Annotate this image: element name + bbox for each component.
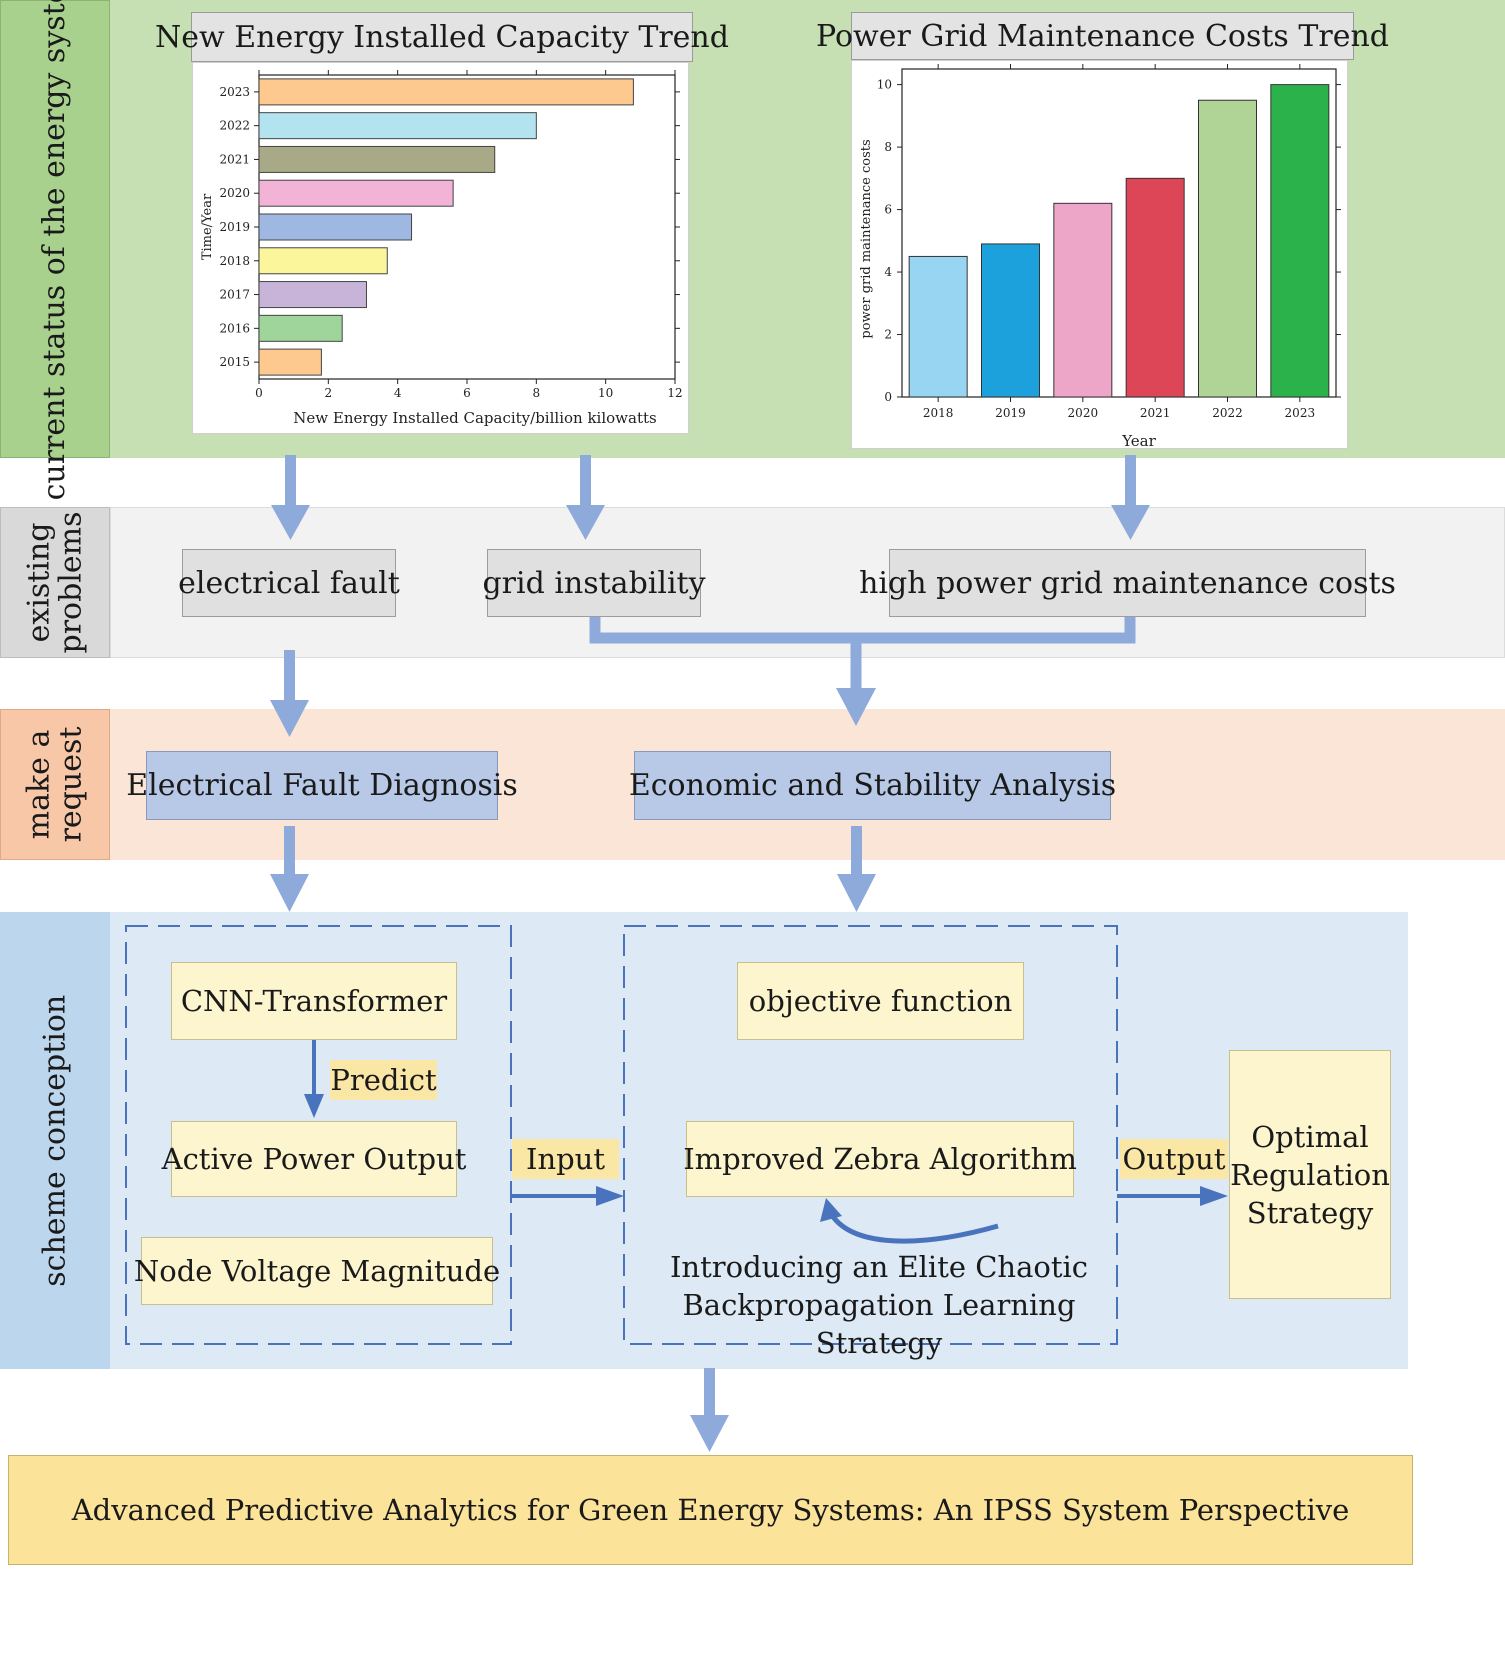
request-section-title: make a request [21,726,89,843]
high-costs-box: high power grid maintenance costs [859,549,1396,617]
costs-bar-2023 [1270,84,1330,398]
capacity-xtick-label-10: 10 [598,386,613,400]
costs-ytick-label-10: 10 [877,78,892,92]
problems-title-line1: existing [21,522,57,643]
capacity-xtick-label-0: 0 [255,386,263,400]
fault-diagnosis-box: Electrical Fault Diagnosis [126,751,518,820]
costs-bar-2021 [1125,177,1185,398]
electrical-fault-box: electrical fault [178,549,400,617]
costs-xtick-label-2021: 2021 [1140,406,1171,420]
objective-function-box: objective function [737,962,1024,1040]
costs-ytick-label-4: 4 [884,265,892,279]
active-power-box: Active Power Output [162,1121,466,1197]
capacity-xtick-label-8: 8 [533,386,541,400]
costs-xtick-label-2023: 2023 [1285,406,1316,420]
arrow-scheme-to-final [690,1368,729,1452]
input-tag: Input [512,1139,619,1179]
final-title-box: Advanced Predictive Analytics for Green … [8,1455,1413,1565]
capacity-ytick-label-2018: 2018 [219,254,250,268]
capacity-bar-2019 [258,213,413,241]
scheme-side-label: scheme conception [0,912,110,1369]
capacity-chart-title: New Energy Installed Capacity Trend [155,12,729,62]
cnn-transformer-box: CNN-Transformer [171,962,457,1040]
costs-ytick-label-0: 0 [884,390,892,404]
capacity-ytick-label-2021: 2021 [219,152,250,166]
optimal-strategy-box: Optimal Regulation Strategy [1229,1050,1391,1299]
capacity-xaxis-label: New Energy Installed Capacity/billion ki… [293,409,656,427]
capacity-xtick-label-6: 6 [463,386,471,400]
costs-xtick-label-2022: 2022 [1212,406,1243,420]
node-voltage-box: Node Voltage Magnitude [134,1237,500,1305]
costs-bar-2019 [981,243,1040,398]
optimal-line2: Regulation [1230,1157,1390,1192]
costs-xtick-label-2018: 2018 [923,406,954,420]
capacity-ytick-label-2019: 2019 [219,220,250,234]
costs-plot-frame [901,68,1337,398]
scheme-section-title: scheme conception [37,994,73,1287]
capacity-chart: 2015 2016 2017 2018 2019 2020 2021 2022 2023 0 2 4 6… [200,70,683,427]
capacity-xtick-label-2: 2 [325,386,333,400]
request-title-line2: request [53,726,89,843]
econ-stability-box: Economic and Stability Analysis [629,751,1116,820]
capacity-ytick-label-2022: 2022 [219,119,250,133]
capacity-yaxis-label: Time/Year [200,193,215,260]
capacity-bar-2016 [258,314,343,342]
costs-xtick-label-2020: 2020 [1068,406,1099,420]
costs-bar-2018 [908,255,968,398]
costs-xtick-label-2019: 2019 [995,406,1026,420]
capacity-ytick-label-2015: 2015 [219,355,250,369]
capacity-bar-2021 [258,145,496,173]
capacity-ytick-label-2017: 2017 [219,288,250,302]
request-title-line1: make a [21,729,57,840]
improved-zebra-box: Improved Zebra Algorithm [683,1121,1077,1197]
capacity-bar-2018 [258,247,388,275]
costs-ytick-label-6: 6 [884,203,892,217]
capacity-bar-2023 [258,78,634,106]
problems-title-line2: problems [53,511,89,654]
capacity-bar-2022 [258,112,537,140]
elite-line2: Backpropagation Learning Strategy [682,1288,1076,1360]
costs-bar-2020 [1053,202,1113,398]
output-tag: Output [1120,1139,1228,1179]
costs-ytick-label-8: 8 [884,140,892,154]
request-side-label: make a request [0,709,110,860]
predict-tag: Predict [330,1060,437,1100]
capacity-ytick-label-2020: 2020 [219,186,250,200]
capacity-ytick-label-2023: 2023 [219,85,250,99]
costs-chart-title: Power Grid Maintenance Costs Trend [816,12,1389,60]
capacity-bar-2020 [258,179,454,207]
grid-instability-box: grid instability [482,549,706,617]
elite-line1: Introducing an Elite Chaotic [669,1250,1089,1284]
elite-strategy-caption: Introducing an Elite Chaotic Backpropaga… [640,1248,1118,1362]
costs-xaxis-label: Year [1121,432,1156,450]
capacity-xtick-label-12: 12 [667,386,682,400]
capacity-ytick-label-2016: 2016 [219,321,250,335]
problems-section-title: existing problems [21,511,89,654]
capacity-bar-2015 [258,348,322,376]
status-side-label: current status of the energy system [0,0,110,501]
costs-ytick-label-2: 2 [884,328,892,342]
capacity-xtick-label-4: 4 [394,386,402,400]
costs-bar-2022 [1198,99,1257,398]
optimal-line1: Optimal [1251,1119,1369,1154]
status-section-title: current status of the energy system [37,0,73,501]
capacity-chart-panel: 2015 2016 2017 2018 2019 2020 2021 2022 2023 0 2 4 6… [192,62,689,434]
capacity-bar-2017 [258,281,367,309]
costs-yaxis-label: power grid maintenance costs [859,139,874,338]
optimal-line3: Strategy [1246,1195,1374,1230]
problems-side-label: existing problems [0,507,110,658]
